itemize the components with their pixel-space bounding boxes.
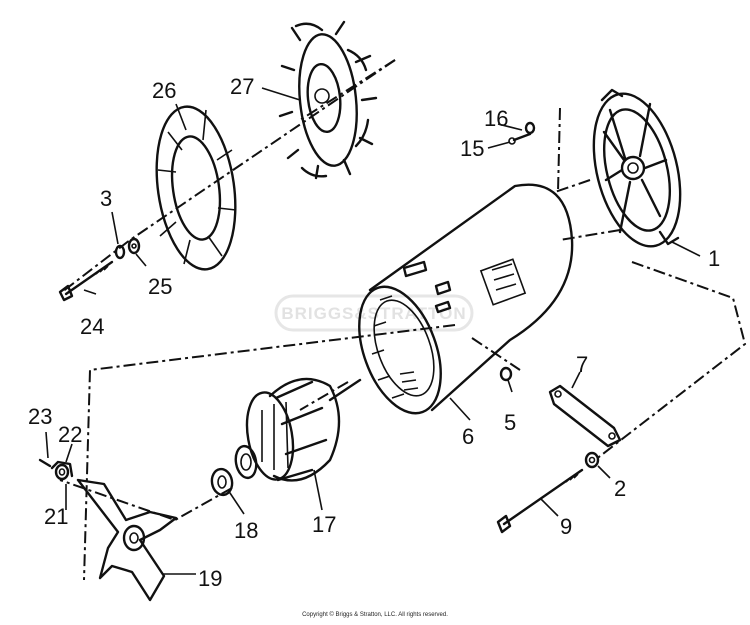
part-7-bracket bbox=[548, 384, 622, 448]
copyright-notice: Copyright © Briggs & Stratton, LLC. All … bbox=[302, 612, 448, 618]
part-3-lock-washer bbox=[114, 244, 126, 260]
callout-16: 16 bbox=[484, 106, 508, 131]
callouts: 1 2 3 5 6 7 9 15 16 17 18 19 21 22 23 24… bbox=[28, 74, 720, 591]
part-2-washer bbox=[584, 451, 600, 469]
callout-18: 18 bbox=[234, 518, 258, 543]
part-24-bolt bbox=[58, 260, 114, 302]
part-27-fan bbox=[278, 20, 378, 180]
part-19-spider bbox=[76, 478, 178, 602]
callout-19: 19 bbox=[198, 566, 222, 591]
part-25-washer bbox=[127, 237, 141, 255]
callout-6: 6 bbox=[462, 424, 474, 449]
leader-lines bbox=[45, 87, 701, 575]
callout-26: 26 bbox=[152, 78, 176, 103]
callout-21: 21 bbox=[44, 504, 68, 529]
callout-17: 17 bbox=[312, 512, 336, 537]
callout-9: 9 bbox=[560, 514, 572, 539]
callout-15: 15 bbox=[460, 136, 484, 161]
callout-24: 24 bbox=[80, 314, 104, 339]
part-1-end-bracket bbox=[592, 88, 682, 248]
part-18-bearing bbox=[210, 467, 234, 497]
callout-1: 1 bbox=[708, 246, 720, 271]
part-9-bolt bbox=[496, 468, 584, 534]
part-21-22-23-fasteners bbox=[38, 458, 74, 481]
part-6-housing bbox=[358, 183, 574, 415]
part-17-rotor bbox=[234, 377, 362, 482]
callout-5: 5 bbox=[504, 410, 516, 435]
part-26-ring bbox=[155, 105, 237, 271]
callout-27: 27 bbox=[230, 74, 254, 99]
part-15-screw bbox=[508, 132, 532, 145]
alignment-lines bbox=[59, 59, 747, 581]
callout-7: 7 bbox=[576, 352, 588, 377]
part-16-lock-washer bbox=[524, 121, 536, 135]
callout-22: 22 bbox=[58, 422, 82, 447]
part-5-nut bbox=[499, 366, 513, 382]
callout-25: 25 bbox=[148, 274, 172, 299]
callout-2: 2 bbox=[614, 476, 626, 501]
callout-23: 23 bbox=[28, 404, 52, 429]
callout-3: 3 bbox=[100, 186, 112, 211]
